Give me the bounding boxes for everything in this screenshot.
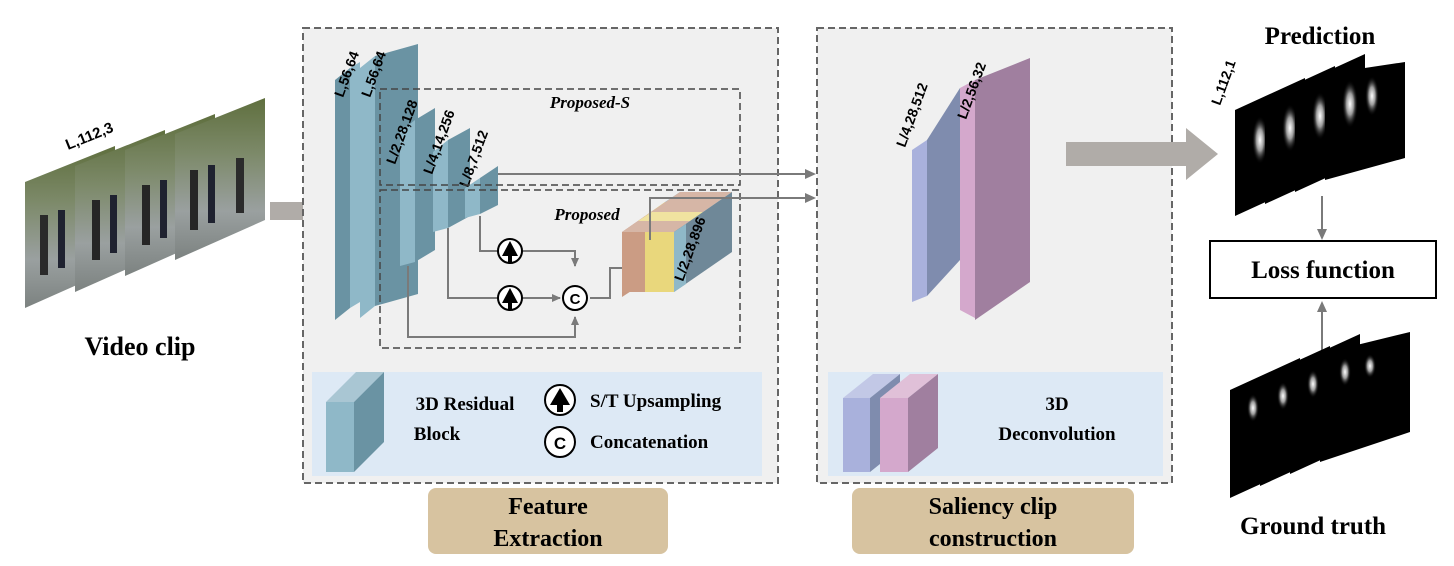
proposed-s-box bbox=[379, 88, 741, 186]
concatenated-feature-block bbox=[622, 192, 732, 297]
skip-arrows bbox=[498, 169, 816, 240]
concatenation-icon: C bbox=[562, 285, 588, 311]
feature-caption-line1: Feature bbox=[508, 494, 588, 520]
loss-function-box bbox=[1209, 240, 1437, 299]
feature-extraction-caption-box bbox=[428, 488, 668, 554]
svg-text:C: C bbox=[570, 291, 581, 308]
video-clip-dims: L,112,3 bbox=[63, 119, 116, 154]
deconvolution-block bbox=[912, 88, 960, 302]
video-clip-stack bbox=[25, 98, 265, 308]
saliency-caption-line2: construction bbox=[929, 526, 1057, 552]
video-frame bbox=[175, 98, 265, 260]
prediction-title: Prediction bbox=[1265, 23, 1376, 50]
video-clip-label: Video clip bbox=[85, 332, 196, 361]
prediction-dims: L,112,1 bbox=[1208, 57, 1239, 107]
residual-block-legend-icon bbox=[326, 372, 384, 472]
residual-block bbox=[433, 128, 470, 232]
output-arrow bbox=[1066, 128, 1218, 180]
upsampling-legend-label: S/T Upsampling bbox=[590, 391, 722, 412]
deconvolution-block bbox=[960, 58, 1030, 320]
feature-caption-line2: Extraction bbox=[493, 526, 602, 552]
deconvolution-legend-icon bbox=[843, 374, 938, 472]
saliency-caption-line1: Saliency clip bbox=[929, 494, 1058, 520]
concatenation-legend-label: Concatenation bbox=[590, 432, 709, 453]
residual-legend-line2: Block bbox=[414, 424, 461, 445]
proposed-label: Proposed bbox=[553, 205, 620, 224]
residual-legend-line1: 3D Residual bbox=[416, 394, 515, 415]
upsampling-icon bbox=[497, 285, 523, 311]
loss-function-label: Loss function bbox=[1251, 257, 1395, 284]
residual-block bbox=[335, 62, 360, 320]
proposed-s-label: Proposed-S bbox=[549, 93, 630, 112]
prediction-stack bbox=[1235, 54, 1405, 216]
saliency-caption-box bbox=[852, 488, 1134, 554]
upsampling-legend-icon bbox=[544, 384, 576, 416]
svg-text:C: C bbox=[554, 434, 566, 453]
deconv-legend-line1: 3D bbox=[1045, 394, 1068, 415]
ground-truth-title: Ground truth bbox=[1240, 513, 1386, 540]
ground-truth-stack bbox=[1230, 332, 1410, 498]
concatenation-legend-icon: C bbox=[544, 426, 576, 458]
saliency-map-frame bbox=[1325, 62, 1405, 180]
residual-block bbox=[465, 166, 498, 218]
saliency-map-frame bbox=[1320, 332, 1410, 462]
proposed-box bbox=[379, 189, 741, 349]
feature-legend bbox=[312, 372, 762, 476]
upsampling-icon bbox=[497, 238, 523, 264]
deconv-legend-line2: Deconvolution bbox=[998, 424, 1116, 445]
